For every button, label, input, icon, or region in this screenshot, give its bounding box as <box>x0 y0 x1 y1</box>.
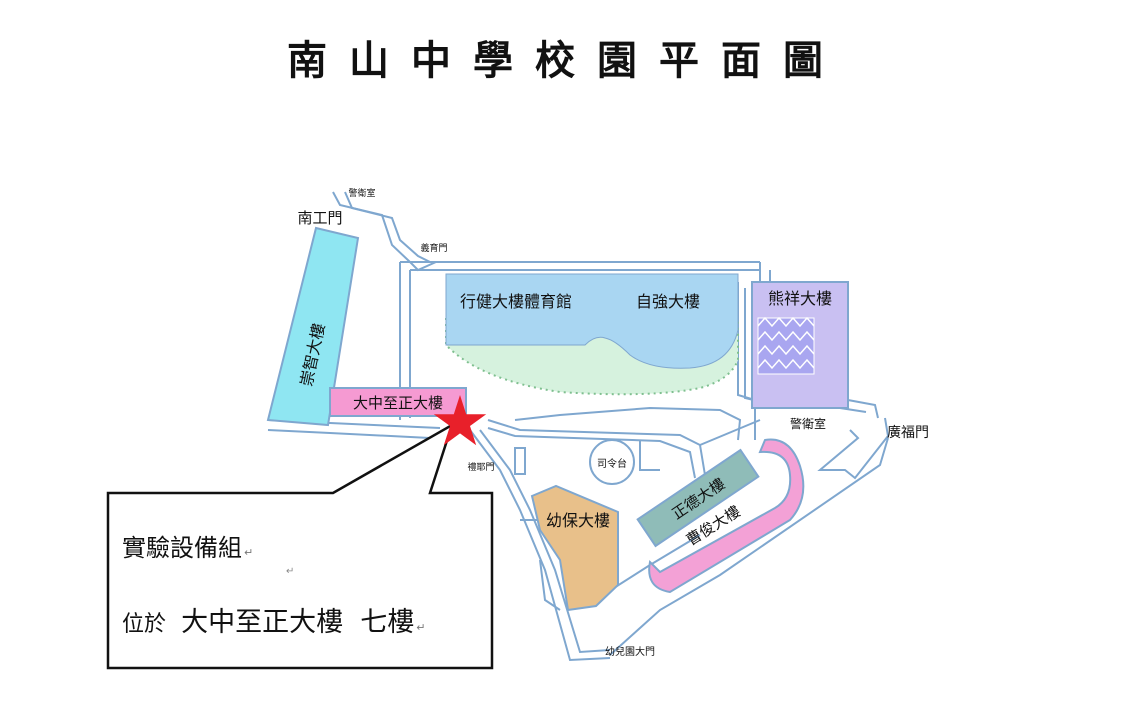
building-gym-ziqiang <box>445 273 739 369</box>
return-mark-2: ↵ <box>416 621 426 634</box>
callout-line2: 位於 大中至正大樓 七樓↵ <box>122 600 426 639</box>
callout-line1: 實驗設備組↵ <box>122 528 253 563</box>
label-youbao: 幼保大樓 <box>546 511 610 530</box>
callout-bubble <box>106 422 494 670</box>
building-caojun <box>648 438 805 594</box>
label-ziqiang: 自強大樓 <box>636 292 700 311</box>
callout-office-name: 實驗設備組 <box>122 534 242 562</box>
callout-location-main: 大中至正大樓 七樓 <box>181 607 415 638</box>
paragraph-mark: ↵ <box>286 566 295 577</box>
label-gate-youeryuan: 幼兒園大門 <box>605 645 655 658</box>
label-gate-li: 禮耶門 <box>467 461 494 473</box>
label-guard-north: 警衛室 <box>348 187 375 199</box>
callout-location-prefix: 位於 <box>122 612 167 637</box>
silingtai <box>589 439 635 485</box>
building-dazhong <box>329 387 467 417</box>
label-xiongxiang: 熊祥大樓 <box>768 289 832 308</box>
return-mark: ↵ <box>244 546 254 559</box>
label-silingtai: 司令台 <box>597 457 627 470</box>
building-youbao <box>530 484 619 612</box>
page-title: 南山中學校園平面圖 <box>287 38 845 84</box>
label-xingjian: 行健大樓體育館 <box>460 292 572 311</box>
location-star-marker <box>433 395 487 446</box>
label-gate-guangfu: 廣福門 <box>887 424 929 441</box>
callout-paragraph-mark: ↵ <box>286 566 294 577</box>
label-gate-yiyu: 義育門 <box>420 242 447 254</box>
building-chongzhi <box>266 226 360 427</box>
building-zhengde <box>636 448 760 548</box>
label-dazhong: 大中至正大樓 <box>353 394 443 412</box>
label-guard-east: 警衛室 <box>790 416 826 431</box>
label-gate-nangong: 南工門 <box>297 209 342 227</box>
xiongxiang-courtyard-pattern <box>757 316 815 375</box>
